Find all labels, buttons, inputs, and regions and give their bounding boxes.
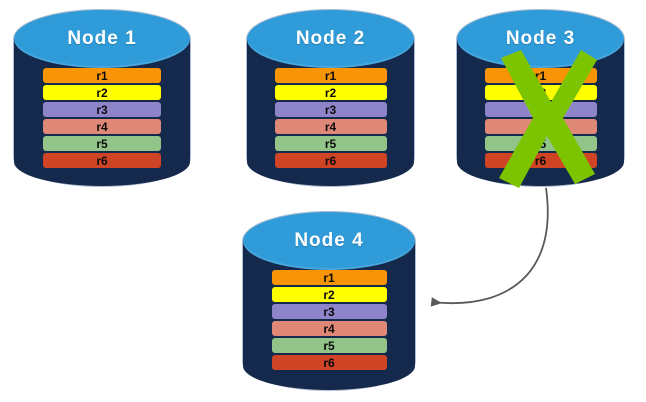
row-label: r4 [324, 119, 337, 134]
row-label: r3 [534, 102, 547, 117]
row-r4[interactable]: r4 [43, 119, 161, 134]
row-r5[interactable]: r5 [274, 136, 387, 151]
row-r2[interactable]: r2 [271, 287, 387, 302]
row-label: r6 [534, 153, 547, 168]
row-r2[interactable]: r2 [43, 85, 161, 100]
node-3-rows: r1 r2 r3 r4 r5 r6 [457, 68, 624, 168]
row-r5[interactable]: r5 [43, 136, 161, 151]
row-r4[interactable]: r4 [484, 119, 597, 134]
row-label: r1 [534, 68, 547, 83]
node-1-label: Node 1 [67, 28, 137, 49]
node-3-label: Node 3 [505, 28, 576, 49]
node-1[interactable]: Node 1 r1 r2 r3 r4 r5 r6 [13, 9, 191, 187]
row-label: r3 [323, 304, 335, 319]
row-label: r5 [324, 136, 337, 151]
row-label: r6 [96, 153, 108, 168]
row-r3[interactable]: r3 [274, 102, 387, 117]
row-r1[interactable]: r1 [274, 68, 387, 83]
node-4-label: Node 4 [294, 230, 364, 251]
node-2-rows: r1 r2 r3 r4 r5 r6 [247, 68, 414, 168]
row-label: r2 [324, 85, 337, 100]
row-r2[interactable]: r2 [274, 85, 387, 100]
row-label: r1 [96, 68, 108, 83]
row-r5[interactable]: r5 [484, 136, 597, 151]
row-r6[interactable]: r6 [484, 153, 597, 168]
row-label: r6 [324, 153, 337, 168]
row-label: r2 [96, 85, 108, 100]
row-r1[interactable]: r1 [271, 270, 387, 285]
row-label: r5 [534, 136, 547, 151]
row-label: r3 [96, 102, 108, 117]
row-label: r2 [323, 287, 335, 302]
node-2[interactable]: Node 2 r1 r2 r3 r4 r5 r6 [246, 9, 415, 187]
row-r4[interactable]: r4 [271, 321, 387, 336]
node-1-rows: r1 r2 r3 r4 r5 r6 [14, 68, 190, 168]
row-label: r4 [534, 119, 547, 134]
row-label: r1 [323, 270, 335, 285]
row-r3[interactable]: r3 [271, 304, 387, 319]
row-r6[interactable]: r6 [43, 153, 161, 168]
row-r2[interactable]: r2 [484, 85, 597, 100]
row-label: r5 [323, 338, 335, 353]
node-3[interactable]: Node 3 r1 r2 r3 r4 r5 r6 [456, 9, 625, 188]
row-label: r6 [323, 355, 335, 370]
row-r6[interactable]: r6 [274, 153, 387, 168]
row-r5[interactable]: r5 [271, 338, 387, 353]
row-r3[interactable]: r3 [43, 102, 161, 117]
row-label: r3 [324, 102, 337, 117]
row-r1[interactable]: r1 [484, 68, 597, 83]
node-2-label: Node 2 [295, 28, 366, 49]
row-label: r4 [96, 119, 108, 134]
row-label: r2 [534, 85, 547, 100]
node-4-rows: r1 r2 r3 r4 r5 r6 [243, 270, 415, 370]
row-label: r5 [96, 136, 108, 151]
row-r6[interactable]: r6 [271, 355, 387, 370]
row-r3[interactable]: r3 [484, 102, 597, 117]
row-r1[interactable]: r1 [43, 68, 161, 83]
node-4[interactable]: Node 4 r1 r2 r3 r4 r5 r6 [242, 211, 416, 391]
row-r4[interactable]: r4 [274, 119, 387, 134]
row-label: r4 [323, 321, 335, 336]
row-label: r1 [324, 68, 337, 83]
